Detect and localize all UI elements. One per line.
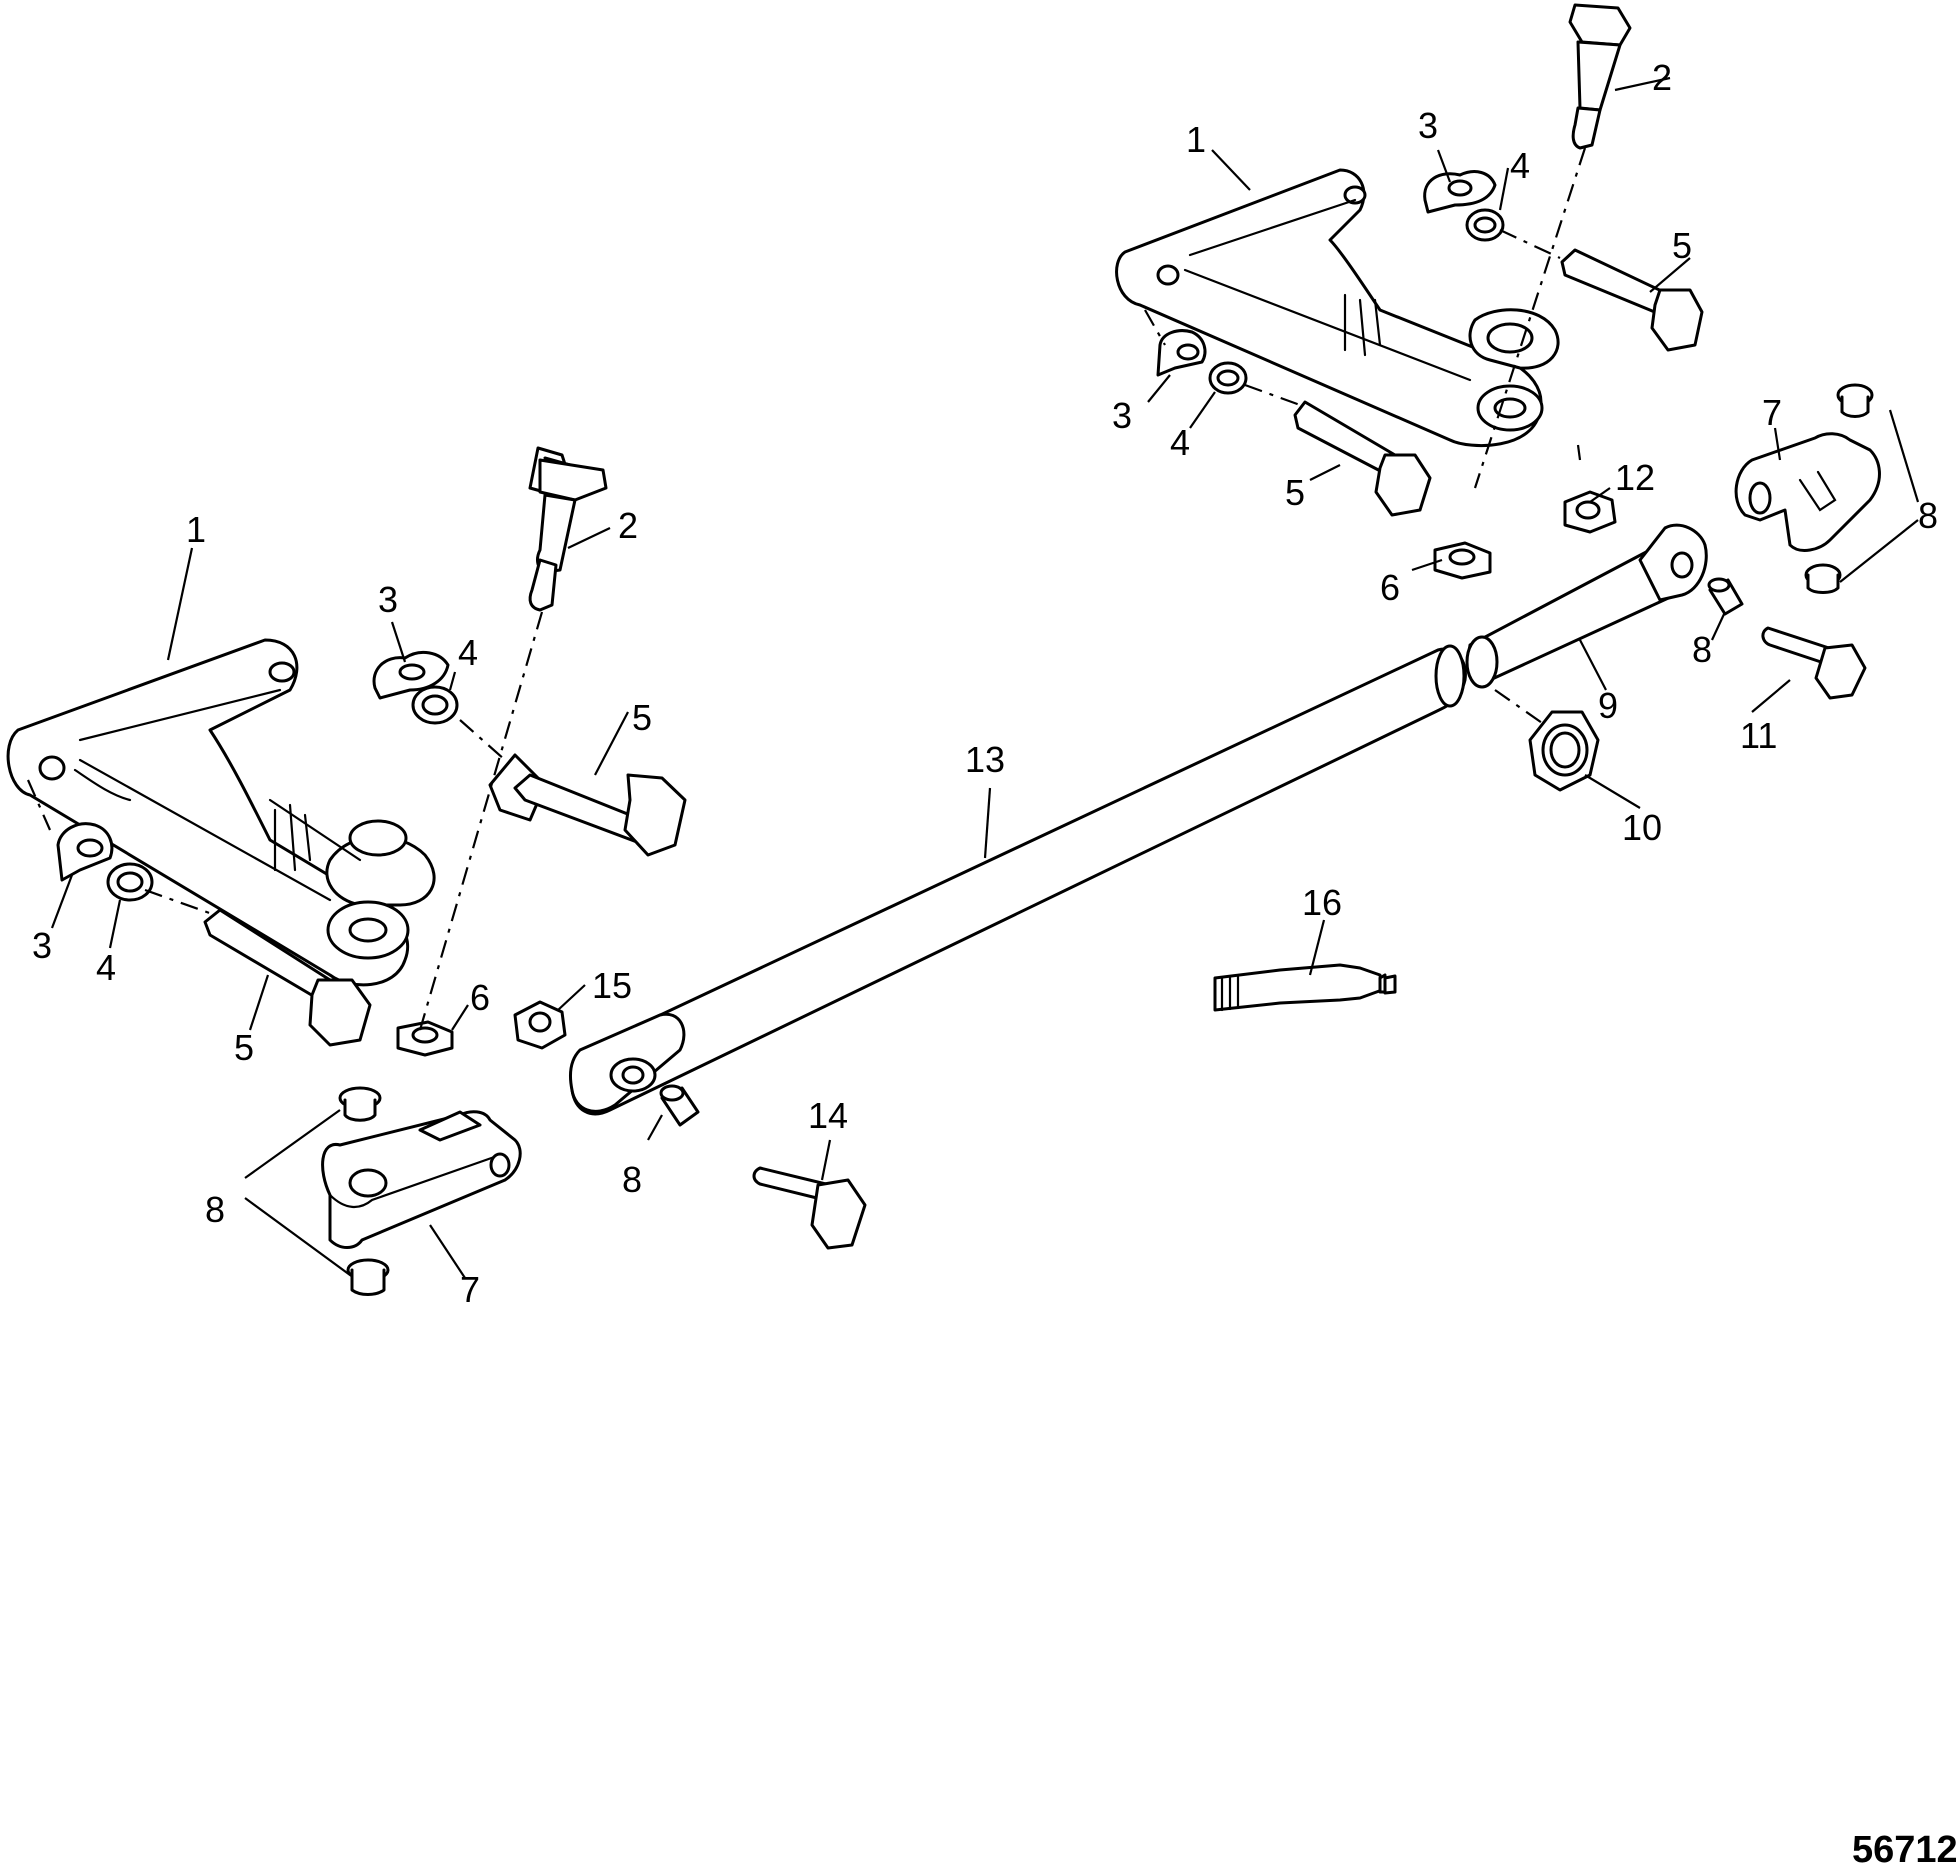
- left-bushing-lower: [346, 1258, 390, 1296]
- center-bushing: [659, 1084, 700, 1127]
- callout-4-right-lower: 4: [1170, 422, 1190, 463]
- right-nut-6: [1433, 541, 1492, 580]
- callout-3-left-upper: 3: [378, 579, 398, 620]
- callout-8-left: 8: [205, 1189, 225, 1230]
- right-bushing-upper: [1836, 383, 1874, 418]
- nut-15: [513, 1000, 567, 1050]
- tie-bar: [568, 644, 1467, 1116]
- callout-7-right: 7: [1762, 392, 1782, 433]
- left-steering-arm: [6, 638, 436, 987]
- callout-1-left: 1: [186, 509, 206, 550]
- callout-13: 13: [965, 739, 1005, 780]
- callout-5-left-lower: 5: [234, 1027, 254, 1068]
- callout-leaders: [50, 76, 1920, 1279]
- callout-14: 14: [808, 1095, 848, 1136]
- callout-10: 10: [1622, 807, 1662, 848]
- right-bushing-lower: [1804, 563, 1842, 594]
- left-flat-washer-upper: [411, 685, 459, 725]
- callout-4-right-upper: 4: [1510, 145, 1530, 186]
- callout-3-right-upper: 3: [1418, 105, 1438, 146]
- figure-number: 56712: [1852, 1829, 1956, 1871]
- left-pivot-bolt: [528, 446, 608, 612]
- right-bolt-lower: [1293, 400, 1432, 517]
- left-bolt-lower: [203, 908, 372, 1047]
- callout-7-left: 7: [460, 1269, 480, 1310]
- assembly-centerlines: [26, 147, 1587, 1031]
- right-steering-arm: [1115, 168, 1560, 448]
- bolt-14: [752, 1166, 867, 1250]
- callout-6-left: 6: [470, 977, 490, 1018]
- jam-nut: [1528, 710, 1600, 792]
- callout-3-right-lower: 3: [1112, 395, 1132, 436]
- left-steering-arm-assembly: [6, 446, 867, 1296]
- left-flat-washer-lower: [106, 862, 154, 902]
- left-nut-6: [396, 1020, 454, 1057]
- right-small-bushing: [1707, 577, 1744, 616]
- callout-15: 15: [592, 965, 632, 1006]
- callout-5-right-upper: 5: [1672, 225, 1692, 266]
- callout-8-right-small: 8: [1692, 629, 1712, 670]
- callout-5-right-lower: 5: [1285, 472, 1305, 513]
- right-steering-arm-assembly: [1115, 3, 1881, 792]
- left-bolt-upper: [488, 753, 687, 857]
- right-tab-washer-lower: [1156, 329, 1207, 377]
- callout-4-left-upper: 4: [458, 632, 478, 673]
- right-pivot-bolt: [1568, 3, 1632, 150]
- callout-6-right: 6: [1380, 567, 1400, 608]
- rod-end: [1465, 523, 1708, 689]
- callout-8-right: 8: [1918, 495, 1938, 536]
- right-clevis: [1734, 432, 1881, 552]
- callout-11: 11: [1740, 715, 1777, 756]
- left-bushing-upper: [338, 1086, 382, 1122]
- callout-labels: 1 2 3 4 5 3 4 5 6 15 13 8 7 8 14 16 1 2 …: [32, 57, 1938, 1310]
- nut-12: [1563, 490, 1617, 534]
- right-tab-washer-upper: [1423, 170, 1497, 214]
- bolt-11: [1761, 626, 1867, 700]
- callout-9: 9: [1598, 685, 1618, 726]
- right-bolt-upper: [1560, 248, 1704, 352]
- right-flat-washer-upper: [1465, 208, 1505, 242]
- callout-16: 16: [1302, 882, 1342, 923]
- callout-5-left-upper: 5: [632, 697, 652, 738]
- callout-8-center: 8: [622, 1159, 642, 1200]
- right-flat-washer-lower: [1208, 361, 1248, 395]
- callout-4-left-lower: 4: [96, 947, 116, 988]
- left-tab-washer-lower: [56, 822, 114, 882]
- callout-12: 12: [1615, 457, 1655, 498]
- callout-2-left: 2: [618, 505, 638, 546]
- left-clevis: [321, 1110, 522, 1249]
- grease-tube: [1213, 963, 1397, 1012]
- callout-3-left-lower: 3: [32, 925, 52, 966]
- callout-2-right: 2: [1652, 57, 1672, 98]
- callout-1-right: 1: [1186, 119, 1206, 160]
